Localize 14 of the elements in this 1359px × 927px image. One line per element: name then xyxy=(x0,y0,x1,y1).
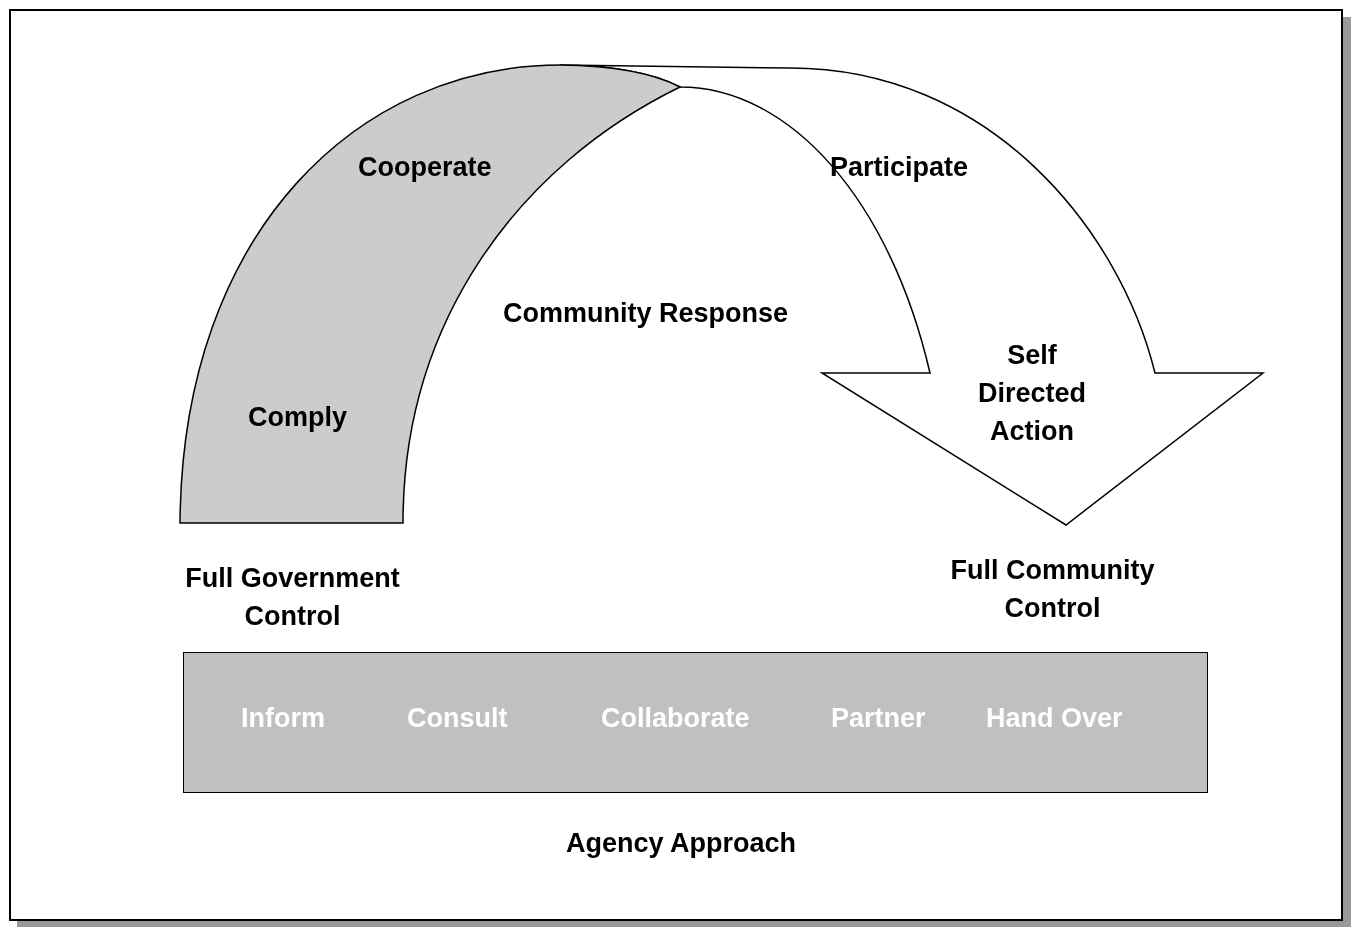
stage-label: Inform xyxy=(241,702,325,735)
band-label: Cooperate xyxy=(358,151,492,184)
end-label: Full Community Control xyxy=(949,554,1156,625)
stage-label: Hand Over xyxy=(986,702,1123,735)
arrow-label: Participate xyxy=(830,151,969,184)
end-label: Full Government Control xyxy=(184,562,401,633)
stage-bar xyxy=(183,652,1208,793)
arrow-label: Self Directed Action xyxy=(976,339,1087,448)
caption: Agency Approach xyxy=(564,827,797,860)
band-label: Comply xyxy=(248,401,347,434)
stage-label: Partner xyxy=(831,702,926,735)
stage-label: Collaborate xyxy=(601,702,750,735)
stage-label: Consult xyxy=(407,702,508,735)
diagram-label: Community Response xyxy=(503,297,789,330)
